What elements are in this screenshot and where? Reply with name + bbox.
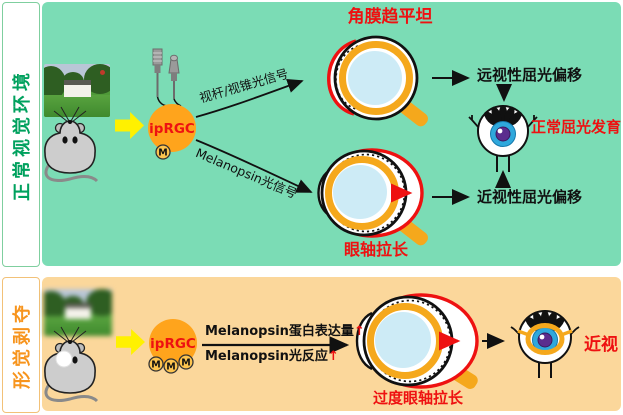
- increase-arrow-symbol: ↑: [353, 324, 365, 339]
- vitreous: [348, 51, 402, 105]
- increase-arrow-symbol: ↑: [327, 349, 339, 364]
- mouse-deprived-icon: [44, 326, 99, 403]
- retina-ring: [339, 41, 413, 115]
- mouse-body: [44, 340, 96, 394]
- eyeball-character-normal: [468, 105, 538, 172]
- eye-excess-axial-elongation: [355, 293, 479, 389]
- rod-cone-photoreceptor-icons: [152, 48, 182, 107]
- mouse-eye: [62, 136, 68, 144]
- myopic-shift-label: 近视性屈光偏移: [477, 188, 583, 206]
- lawn-shape: [44, 316, 112, 336]
- clear-scene-photo: [44, 64, 110, 117]
- melanopsin-m-label: M: [158, 148, 167, 159]
- form-deprivation-side-strip: 形觉剥夺: [2, 277, 40, 413]
- melanopsin-m-label: M: [166, 362, 175, 373]
- melanopsin-m-circle: [155, 144, 171, 160]
- character-legs: [496, 154, 510, 172]
- hair-spike: [504, 106, 515, 124]
- mouse-eye: [72, 136, 78, 144]
- melanopsin-m-label: M: [181, 358, 190, 369]
- cone-tip: [170, 54, 178, 62]
- melanopsin-protein-label: Melanopsin蛋白表达量↑: [205, 324, 365, 340]
- iprgc-label: ipRGC: [150, 336, 196, 352]
- excess-axial-elongation-title: 过度眼轴拉长: [372, 389, 463, 407]
- iprgc-cell-normal: ipRGC M: [148, 104, 196, 160]
- melanopsin-m-circle: [178, 354, 194, 370]
- normal-vision-side-strip: 正常视觉环境: [2, 2, 40, 267]
- eyeball-character-myopic: [510, 310, 580, 378]
- character-pupil: [495, 126, 511, 142]
- vitreous: [333, 165, 387, 219]
- tree-shape: [44, 291, 66, 321]
- iprgc-cell-deprived: ipRGC M M M: [148, 319, 197, 374]
- character-arms: [468, 115, 538, 129]
- melanopsin-protein-text: Melanopsin蛋白表达量: [205, 324, 354, 339]
- iprgc-soma: [148, 104, 196, 152]
- axial-elongation-title: 眼轴拉长: [343, 240, 408, 259]
- house-shape: [64, 80, 91, 97]
- melanopsin-m-circle: [163, 358, 179, 374]
- mouse-normal-icon: [44, 106, 99, 183]
- hair-spike: [507, 111, 522, 126]
- pupil-highlight: [539, 334, 545, 340]
- mouse-whiskers: [53, 106, 87, 123]
- normal-refraction-label: 正常屈光发育: [531, 118, 622, 136]
- melanopsin-response-text: Melanopsin光反应: [205, 349, 328, 364]
- eye-cornea-flatten: [327, 35, 428, 127]
- house-shape: [65, 303, 91, 319]
- character-legs: [538, 361, 552, 378]
- hyperopic-shift-label: 远视性屈光偏移: [477, 66, 583, 84]
- eye-axial-elongation: [317, 148, 428, 246]
- lawn-shape: [44, 94, 110, 117]
- character-arms: [510, 326, 580, 336]
- myopia-label: 近视: [584, 335, 618, 355]
- eye-occluder-patch: [55, 350, 73, 368]
- melanopsin-signal-arrow: [195, 139, 313, 193]
- tree-shape: [44, 66, 66, 100]
- cornea-flatten-title: 角膜趋平坦: [347, 7, 433, 27]
- mouse-body: [44, 120, 96, 174]
- hair-spike: [484, 111, 499, 126]
- blurred-scene-photo: [44, 289, 112, 336]
- mouse-eye: [72, 356, 78, 364]
- pupil-highlight: [497, 128, 503, 134]
- mouse-tail: [44, 379, 99, 403]
- rod-stripes: [153, 52, 162, 62]
- rod-inner-segment: [154, 65, 161, 73]
- mouse-whiskers: [53, 326, 87, 343]
- melanopsin-response-label: Melanopsin光反应↑: [205, 349, 339, 365]
- glasses-frame-icon: [525, 323, 565, 355]
- rod-cone-signal-arrow: [195, 79, 304, 118]
- hair-spike: [491, 106, 502, 124]
- iprgc-label: ipRGC: [149, 121, 195, 137]
- mouse-tail: [44, 159, 99, 183]
- vitreous: [375, 312, 431, 368]
- glasses-temples: [517, 329, 573, 337]
- melanopsin-m-label: M: [151, 360, 160, 371]
- flag-dot: [100, 70, 105, 75]
- character-pupil: [537, 332, 553, 348]
- cone-inner-segment: [171, 73, 177, 81]
- melanopsin-m-circle: [148, 356, 164, 372]
